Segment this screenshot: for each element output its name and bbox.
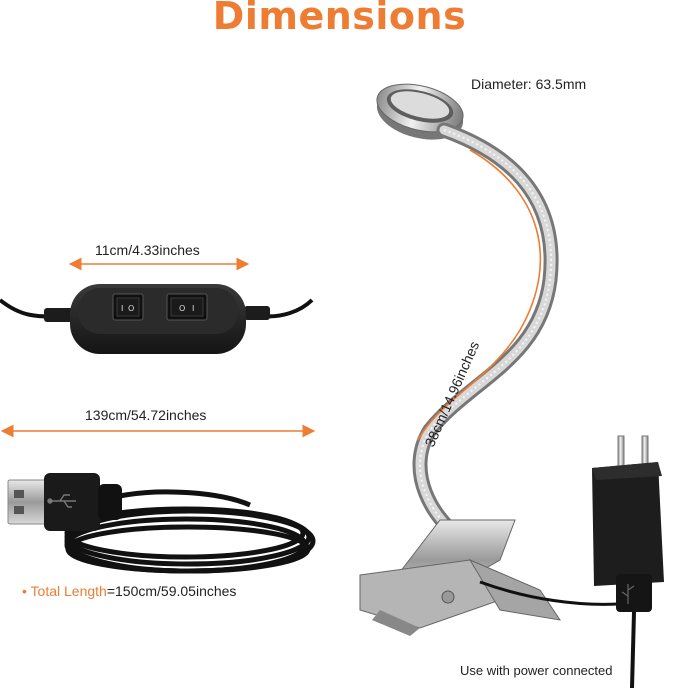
total-length-key: Total Length — [30, 583, 107, 599]
total-length-label: • Total Length=150cm/59.05inches — [22, 583, 236, 599]
svg-text:O: O — [128, 304, 134, 313]
svg-text:I: I — [121, 304, 123, 313]
switch-box-length-label: 11cm/4.33inches — [95, 242, 200, 258]
diameter-label: Diameter: 63.5mm — [471, 76, 587, 92]
coiled-usb-cable — [64, 489, 316, 574]
power-switch-icon: I O O I — [112, 293, 208, 321]
usb-plug — [7, 473, 122, 531]
switch-box: I O O I — [0, 284, 314, 354]
cable-length-label: 139cm/54.72inches — [85, 407, 207, 423]
total-length-value: =150cm/59.05inches — [106, 583, 237, 599]
usb-icon — [47, 494, 76, 508]
gooseneck — [412, 122, 559, 553]
power-note: Use with power connected — [460, 663, 613, 678]
svg-text:O: O — [179, 304, 185, 313]
bullet-icon: • — [22, 583, 27, 599]
page-title: Dimensions — [212, 0, 467, 38]
power-adapter-icon — [592, 435, 664, 688]
svg-text:I: I — [192, 304, 194, 313]
neck-dimension-arrow — [417, 149, 542, 441]
lamp-clip — [359, 519, 619, 636]
